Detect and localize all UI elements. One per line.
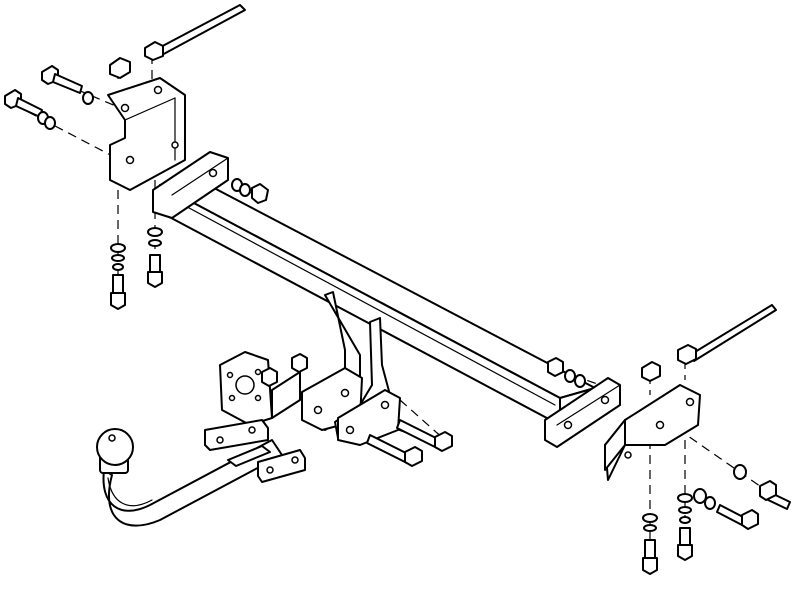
left-mounting-strap [109,4,246,79]
center-hanger-bracket-right [334,317,401,446]
electrical-socket-plate [219,351,308,426]
ball-arm-spacer [227,445,271,467]
right-vertical-bolt-a [642,513,658,575]
right-horizontal-bolt-upper [733,464,791,510]
left-vertical-bolt-a [110,243,126,310]
beam-left-end-plate [152,151,229,219]
right-mounting-strap [641,304,777,382]
left-horizontal-bolt-upper [41,65,94,105]
beam-right-end-plate [544,377,621,448]
right-side-bracket [604,384,701,481]
left-vertical-bolt-b [147,227,163,288]
left-side-bracket [107,77,186,191]
left-beam-nut-set [231,178,269,204]
tow-ball-arm [96,428,283,527]
right-vertical-bolt-b [677,493,693,561]
left-horizontal-bolt-lower [4,89,56,130]
ball-arm-clamp-plate-lower [257,449,306,483]
center-bolt-upper [396,419,453,452]
right-beam-nut-set [547,357,586,388]
center-bolt-lower [366,434,423,467]
ball-arm-clamp-plate-upper [204,419,269,451]
right-horizontal-bolt-lower [693,488,759,530]
